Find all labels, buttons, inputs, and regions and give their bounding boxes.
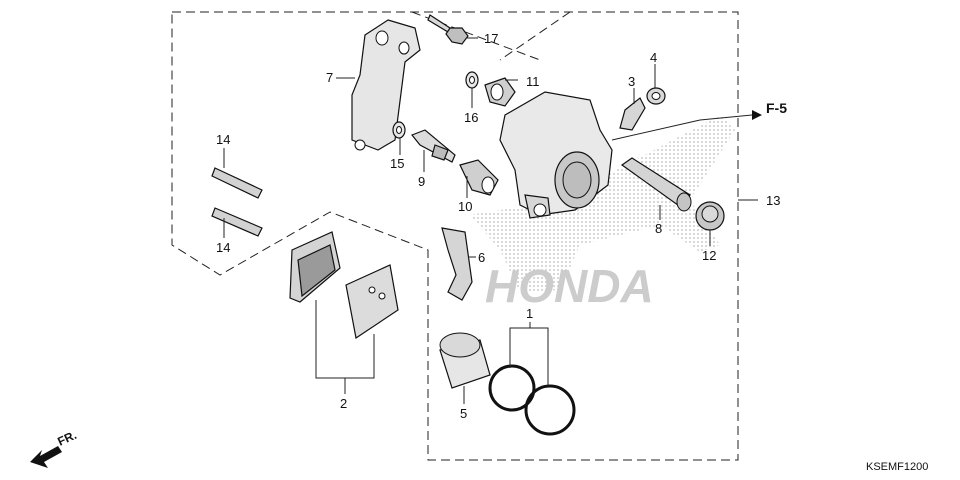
callout-14-upper: 14	[216, 132, 230, 147]
boot-11	[484, 77, 516, 107]
honda-watermark: HONDA	[470, 115, 735, 312]
callout-16: 16	[464, 110, 478, 125]
callout-4: 4	[650, 50, 657, 65]
callout-6: 6	[478, 250, 485, 265]
pin-cap	[695, 201, 725, 231]
dust-seal	[524, 384, 576, 436]
bleeder-cap	[646, 87, 666, 105]
boundary-break-2	[499, 11, 571, 61]
boot-10	[459, 159, 499, 196]
callout-11: 11	[526, 74, 540, 89]
pin-9	[411, 129, 456, 163]
callout-12: 12	[702, 248, 716, 263]
callout-14-lower: 14	[216, 240, 230, 255]
pad-pin-lower	[211, 207, 263, 237]
callout-3: 3	[628, 74, 635, 89]
assembly-boundary	[171, 11, 739, 461]
pad-pin-upper	[211, 167, 263, 199]
bleeder-valve	[619, 97, 646, 131]
callout-15: 15	[390, 156, 404, 171]
caliper-body	[499, 91, 613, 219]
piston-seal	[488, 364, 536, 412]
callout-10: 10	[458, 199, 472, 214]
callout-13: 13	[766, 193, 780, 208]
callout-7: 7	[326, 70, 333, 85]
washer-16	[465, 71, 479, 89]
washer-15	[392, 121, 406, 139]
callout-9: 9	[418, 174, 425, 189]
pin-8	[620, 157, 692, 212]
reference-label: F-5	[766, 100, 787, 116]
callout-5: 5	[460, 406, 467, 421]
watermark-text: HONDA	[485, 260, 654, 312]
leader-lines	[223, 37, 762, 404]
flange-bolt	[427, 14, 469, 45]
pad-spring	[441, 227, 473, 301]
callout-1: 1	[526, 306, 533, 321]
piston	[439, 332, 491, 389]
callout-8: 8	[655, 221, 662, 236]
caliper-bracket	[351, 19, 421, 151]
brake-pad-right	[345, 264, 399, 340]
front-direction-arrow: FR.	[30, 428, 79, 468]
callout-17: 17	[484, 31, 498, 46]
diagram-code: KSEMF1200	[866, 461, 928, 473]
front-label: FR.	[55, 428, 78, 449]
brake-pad-left	[289, 231, 341, 303]
callout-2: 2	[340, 396, 347, 411]
